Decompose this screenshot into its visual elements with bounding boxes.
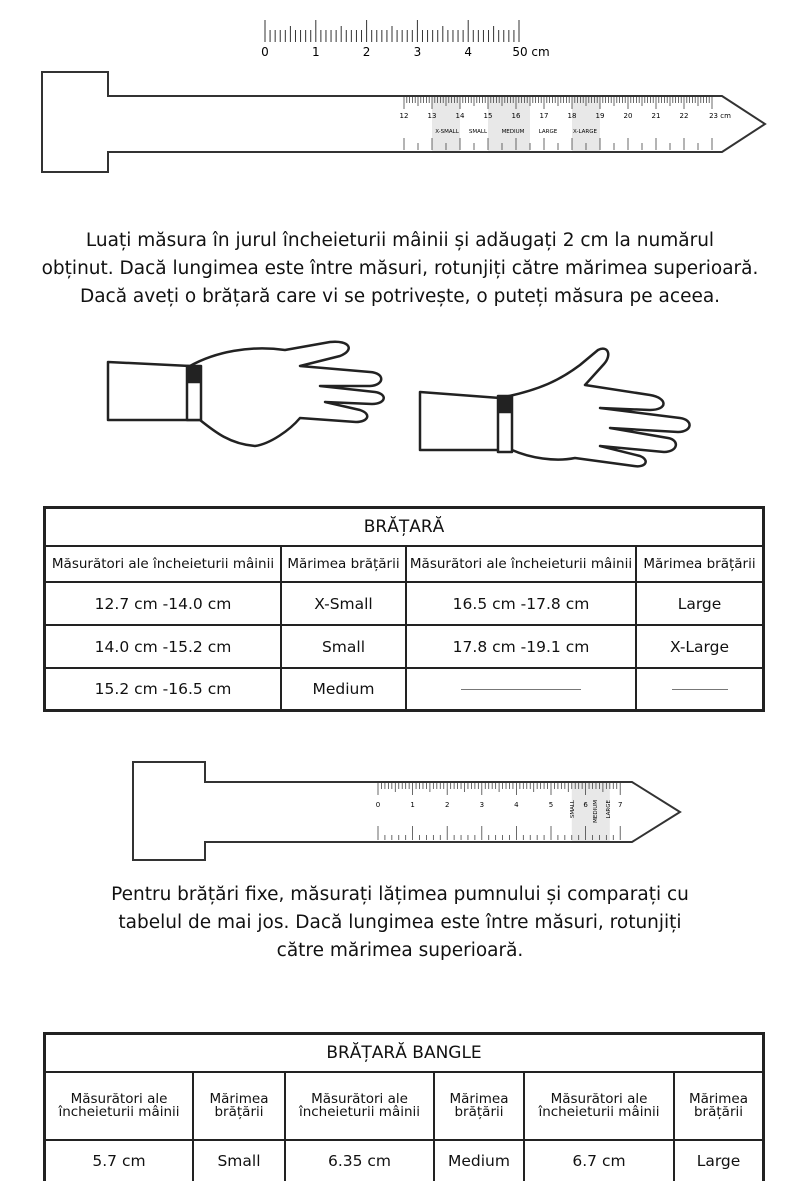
table-title: BRĂȚARĂ bbox=[43, 506, 765, 547]
scale-label: 13 bbox=[428, 112, 437, 120]
cell: Medium bbox=[280, 667, 407, 711]
instruction-line: Luați măsura în jurul încheieturii mâini… bbox=[85, 230, 715, 251]
cell: X-Large bbox=[635, 624, 765, 669]
cell: Small bbox=[192, 1139, 286, 1181]
scale-label: 15 bbox=[484, 112, 493, 120]
cell: 14.0 cm -15.2 cm bbox=[43, 624, 282, 669]
cell: 15.2 cm -16.5 cm bbox=[43, 667, 282, 711]
cell: X-Small bbox=[280, 581, 407, 626]
column-header: Mărimea brățării bbox=[635, 545, 765, 583]
empty-cell-dash bbox=[635, 667, 765, 711]
instruction-line: Dacă aveți o brățară care vi se potriveș… bbox=[79, 286, 721, 307]
scale-label: 19 bbox=[596, 112, 605, 120]
scale-label: 17 bbox=[540, 112, 549, 120]
ruler-label: 3 bbox=[414, 45, 422, 59]
ruler-label: 0 bbox=[261, 45, 269, 59]
bangle-size-table: BRĂȚARĂ BANGLE Măsurători ale încheietur… bbox=[43, 1032, 765, 1181]
cell: 12.7 cm -14.0 cm bbox=[43, 581, 282, 626]
cell: 16.5 cm -17.8 cm bbox=[405, 581, 637, 626]
size-label: X-LARGE bbox=[573, 129, 598, 135]
scale-label: 1 bbox=[410, 801, 414, 809]
size-band bbox=[488, 97, 530, 151]
bangle-measuring-strip: 0 1 2 3 4 5 6 7 SMALL MEDIUM LARGE bbox=[132, 761, 682, 861]
instruction-line: obținut. Dacă lungimea este între măsuri… bbox=[41, 258, 759, 279]
ruler-label: 1 bbox=[312, 45, 320, 59]
cell: Large bbox=[635, 581, 765, 626]
wrist-instructions: Luați măsura în jurul încheieturii mâini… bbox=[0, 227, 800, 311]
cell: Small bbox=[280, 624, 407, 669]
scale-label: 16 bbox=[512, 112, 521, 120]
column-header: Mărimea brățării bbox=[280, 545, 407, 583]
column-header: Măsurători ale încheieturii mâinii bbox=[43, 1071, 194, 1141]
cell: Large bbox=[673, 1139, 765, 1181]
cell: 6.7 cm bbox=[523, 1139, 675, 1181]
column-header: Mărimea brățării bbox=[433, 1071, 525, 1141]
column-header: Măsurători ale încheieturii mâinii bbox=[43, 545, 282, 583]
bracelet-size-table: BRĂȚARĂ Măsurători ale încheieturii mâin… bbox=[43, 506, 765, 712]
table-title: BRĂȚARĂ BANGLE bbox=[43, 1032, 765, 1073]
size-label: MEDIUM bbox=[502, 129, 525, 135]
top-ruler: 0 1 2 3 4 50 cm bbox=[261, 20, 550, 59]
scale-label: 22 bbox=[680, 112, 689, 120]
table-row: 12.7 cm -14.0 cm X-Small 16.5 cm -17.8 c… bbox=[43, 581, 765, 626]
scale-label: 18 bbox=[568, 112, 577, 120]
column-header: Măsurători ale încheieturii mâinii bbox=[284, 1071, 435, 1141]
size-label: LARGE bbox=[606, 799, 612, 818]
scale-label: 0 bbox=[376, 801, 380, 809]
scale-label: 7 bbox=[618, 801, 622, 809]
table-row: 14.0 cm -15.2 cm Small 17.8 cm -19.1 cm … bbox=[43, 624, 765, 669]
scale-label: 3 bbox=[480, 801, 484, 809]
column-header: Măsurători ale încheieturii mâinii bbox=[405, 545, 637, 583]
ruler-label: 50 cm bbox=[512, 45, 549, 59]
scale-label: 2 bbox=[445, 801, 449, 809]
cell: Medium bbox=[433, 1139, 525, 1181]
scale-label: 6 bbox=[583, 801, 588, 809]
column-header: Măsurători ale încheieturii mâinii bbox=[523, 1071, 675, 1141]
wrist-measuring-strip: 12 13 14 15 16 17 18 19 20 21 22 23 cm X-SMALL SMALL M… bbox=[41, 71, 767, 173]
empty-cell-dash bbox=[405, 667, 637, 711]
instruction-line: Pentru brățări fixe, măsurați lățimea pu… bbox=[111, 884, 689, 905]
column-header: Mărimea brățării bbox=[192, 1071, 286, 1141]
scale-label: 14 bbox=[456, 112, 465, 120]
scale-label: 12 bbox=[400, 112, 409, 120]
cell: 6.35 cm bbox=[284, 1139, 435, 1181]
size-band bbox=[571, 783, 610, 841]
instruction-line: către mărimea superioară. bbox=[276, 940, 524, 961]
bangle-instructions: Pentru brățări fixe, măsurați lățimea pu… bbox=[0, 881, 800, 965]
ruler-label: 4 bbox=[464, 45, 472, 59]
scale-label: 4 bbox=[514, 801, 519, 809]
cell: 17.8 cm -19.1 cm bbox=[405, 624, 637, 669]
instruction-line: tabelul de mai jos. Dacă lungimea este î… bbox=[118, 912, 682, 933]
table-row: 15.2 cm -16.5 cm Medium bbox=[43, 667, 765, 711]
hand-illustration-back bbox=[106, 340, 385, 448]
size-label: LARGE bbox=[539, 129, 558, 135]
scale-label: 5 bbox=[549, 801, 553, 809]
hand-illustration-palm bbox=[418, 347, 691, 468]
column-header: Mărimea brățării bbox=[673, 1071, 765, 1141]
scale-label: 23 cm bbox=[709, 112, 731, 120]
scale-label: 20 bbox=[624, 112, 633, 120]
cell: 5.7 cm bbox=[43, 1139, 194, 1181]
size-label: MEDIUM bbox=[593, 800, 599, 823]
size-label: X-SMALL bbox=[435, 129, 460, 135]
size-label: SMALL bbox=[469, 129, 488, 135]
table-row: 5.7 cm Small 6.35 cm Medium 6.7 cm Large bbox=[43, 1139, 765, 1181]
size-label: SMALL bbox=[570, 799, 576, 818]
ruler-label: 2 bbox=[363, 45, 371, 59]
scale-label: 21 bbox=[652, 112, 661, 120]
